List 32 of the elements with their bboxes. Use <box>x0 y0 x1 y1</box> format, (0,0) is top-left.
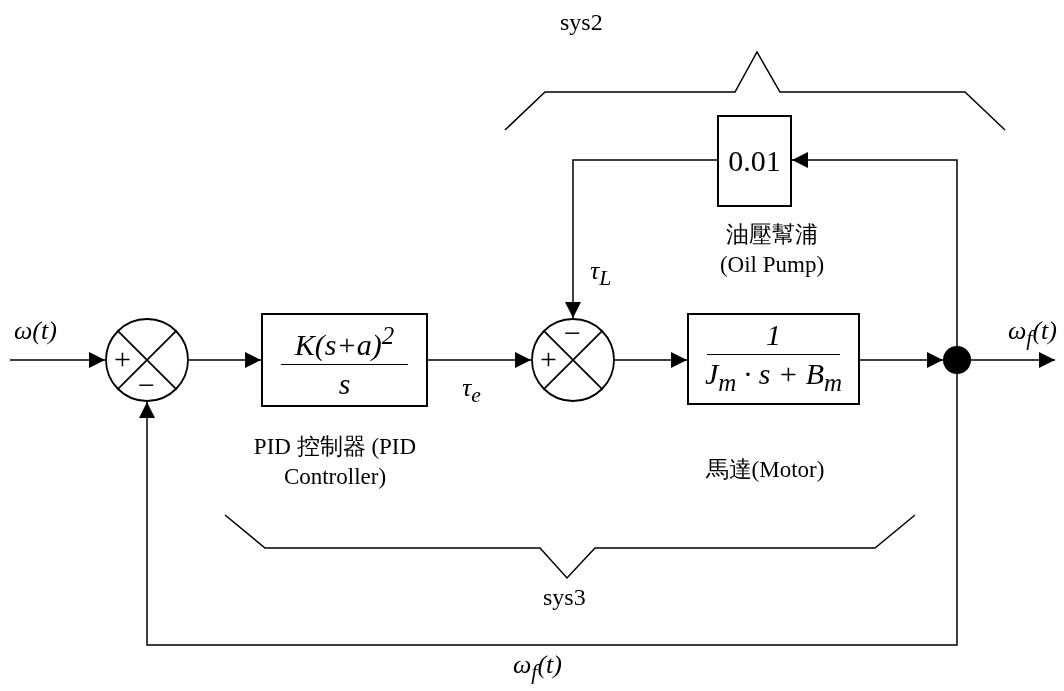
block-caption: PID 控制器 (PID Controller) <box>252 433 418 491</box>
sign-symbol: + <box>114 344 131 374</box>
arrow <box>859 352 944 368</box>
transfer-function-box <box>687 313 860 405</box>
numerator: 1 <box>766 318 781 352</box>
gain-value: 0.01 <box>728 144 781 178</box>
arrow <box>970 352 1056 368</box>
block-caption: 油壓幫浦 (Oil Pump) <box>718 221 826 279</box>
arrow <box>791 152 958 347</box>
block-caption: 馬達(Motor) <box>704 456 826 484</box>
arrow <box>139 373 958 646</box>
arrow <box>614 352 688 368</box>
sign-symbol: + <box>540 344 557 374</box>
signal-label: ω(t) <box>14 318 57 344</box>
subsystem-label: sys3 <box>543 585 586 609</box>
arrow <box>565 159 718 319</box>
summing-junction <box>105 318 189 402</box>
arrow <box>188 352 262 368</box>
sign-symbol: − <box>564 318 581 348</box>
arrow <box>9 352 106 368</box>
numerator: K(s+a)$^{2}$ <box>294 321 395 362</box>
arrow <box>427 352 532 368</box>
summing-junction <box>531 318 615 402</box>
junction-dot <box>943 346 971 374</box>
denominator: J$_{m}$ · s + B$_{m}$ <box>704 357 843 398</box>
transfer-function-box <box>261 313 428 407</box>
sign-symbol: − <box>138 370 155 400</box>
subsystem-label: sys2 <box>560 10 603 34</box>
denominator: s <box>338 367 351 401</box>
transfer-function-box <box>717 115 792 207</box>
signal-label: ω$_{f}$(t) <box>1008 318 1057 350</box>
signal-label: ω$_{f}$(t) <box>513 652 562 684</box>
